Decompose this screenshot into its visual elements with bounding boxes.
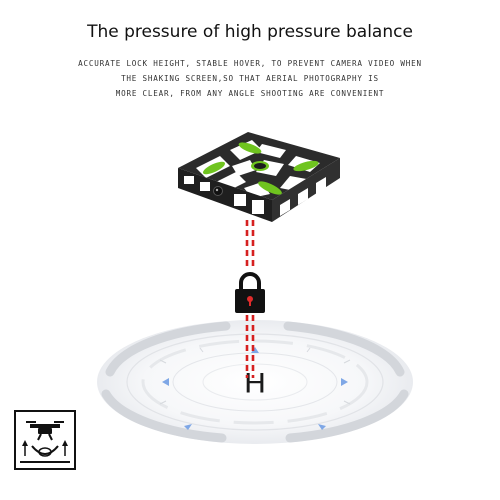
padlock-icon: [235, 272, 265, 313]
arrow-top: [251, 347, 259, 353]
arrow-right: [341, 378, 348, 386]
camera-lens: [213, 186, 223, 196]
arrow-left: [162, 378, 169, 386]
headline: The pressure of high pressure balance: [87, 22, 413, 42]
description-line-3: MORE CLEAR, FROM ANY ANGLE SHOOTING ARE …: [115, 89, 385, 98]
landing-marker: H: [244, 368, 267, 399]
laser-beam: [245, 220, 255, 378]
landing-pad: [97, 320, 413, 444]
arrow-bottom-right: [318, 424, 326, 430]
description-line-2: THE SHAKING SCREEN,SO THAT AERIAL PHOTOG…: [121, 74, 379, 83]
drone: [178, 132, 340, 222]
altitude-hold-icon: [14, 410, 76, 470]
arrow-bottom-left: [184, 424, 192, 430]
description-line-1: ACCURATE LOCK HEIGHT, STABLE HOVER, TO P…: [78, 59, 422, 68]
